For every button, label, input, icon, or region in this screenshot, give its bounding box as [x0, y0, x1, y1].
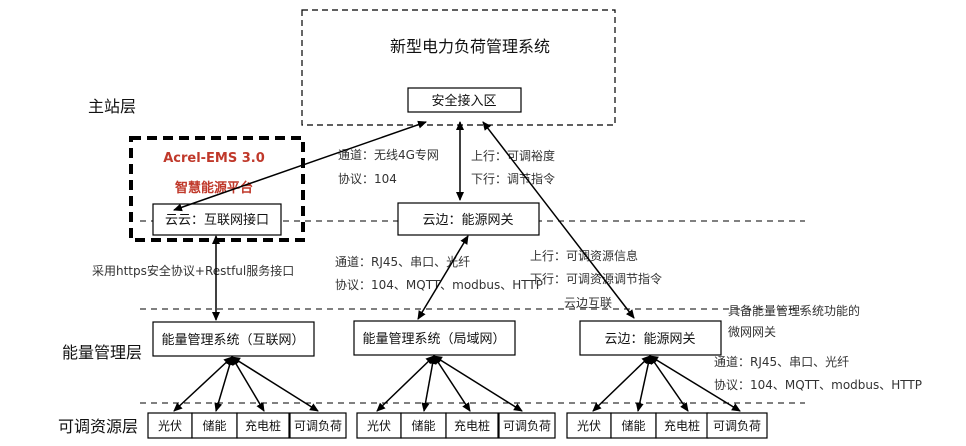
platform-to-access-link [173, 120, 427, 212]
edge-gw-storage-link [635, 355, 653, 412]
edge-gw-pv-link [592, 355, 651, 412]
note-micro-gateway-1: 具备能量管理系统功能的 [728, 303, 860, 318]
ems-internet-load-link [231, 356, 319, 412]
note-down-command: 下行：调节指令 [471, 171, 555, 186]
resource-label: 储能 [411, 418, 435, 433]
load-management-system-title: 新型电力负荷管理系统 [390, 37, 550, 56]
note-cloud-edge: 云边互联 [564, 296, 612, 310]
ems-lan-storage-link [421, 355, 437, 412]
note-wireless-channel: 通道：无线4G专网 [338, 147, 439, 162]
resource-label: 充电桩 [454, 418, 490, 433]
resource-label: 充电桩 [245, 418, 281, 433]
resource-box [498, 412, 556, 439]
resource-box [289, 412, 347, 439]
edge-gateway-box [579, 320, 722, 356]
resource-box [706, 412, 768, 439]
resource-label: 可调负荷 [503, 419, 551, 433]
ems-internet-label: 能量管理系统（互联网） [161, 333, 304, 348]
resource-box [356, 412, 402, 439]
resource-label: 储能 [621, 418, 645, 433]
cloud-edge-gateway-label: 云边：能源网关 [422, 213, 513, 228]
note-right-protocol: 协议：104、MQTT、modbus、HTTP [714, 377, 922, 392]
resource-label: 储能 [202, 418, 226, 433]
resource-label: 光伏 [158, 419, 182, 433]
resource-label: 可调负荷 [294, 419, 342, 433]
note-up-resource: 上行：可调资源信息 [530, 248, 638, 263]
ems-internet-storage-link [214, 356, 234, 412]
platform-name: Acrel-EMS 3.0 [163, 151, 265, 166]
note-right-channel: 通道：RJ45、串口、光纤 [714, 355, 849, 369]
gateway-to-lan-ems-link [417, 235, 469, 320]
resource-box [610, 412, 657, 439]
resource-box [566, 412, 612, 439]
note-https-interface: 采用https安全协议+Restful服务接口 [92, 263, 294, 278]
note-wireless-protocol: 协议：104 [338, 171, 397, 186]
cloud-cloud-interface-label: 云云：互联网接口 [165, 212, 269, 228]
layer-label-master: 主站层 [88, 97, 136, 116]
resource-label: 充电桩 [664, 418, 700, 433]
resource-box [655, 412, 709, 439]
edge-gw-load-link [649, 355, 741, 412]
layer-label-resource: 可调资源层 [58, 417, 138, 436]
edge-gateway-to-access-link [482, 121, 635, 319]
ems-lan-label: 能量管理系统（局域网） [362, 332, 505, 347]
edge-gateway-label: 云边：能源网关 [604, 332, 695, 347]
ems-lan-box [353, 320, 516, 356]
layer-label-energy: 能量管理层 [62, 343, 142, 362]
resource-box [236, 412, 290, 439]
security-access-zone-label: 安全接入区 [431, 93, 496, 109]
ems-lan-load-link [433, 355, 523, 412]
resource-group: 光伏储能充电桩可调负荷光伏储能充电桩可调负荷光伏储能充电桩可调负荷 [147, 412, 768, 439]
connector-group [173, 120, 741, 412]
platform-subtitle: 智慧能源平台 [175, 180, 253, 196]
ems-internet-box [152, 321, 315, 357]
note-down-resource: 下行：可调资源调节指令 [530, 271, 662, 286]
resource-label: 光伏 [367, 419, 391, 433]
resource-label: 可调负荷 [713, 419, 761, 433]
security-access-zone [407, 87, 522, 113]
resource-box [445, 412, 499, 439]
resource-label: 光伏 [577, 419, 601, 433]
ems-internet-charger-link [231, 356, 265, 412]
resource-box [191, 412, 238, 439]
note-micro-gateway-2: 微网网关 [728, 325, 776, 339]
